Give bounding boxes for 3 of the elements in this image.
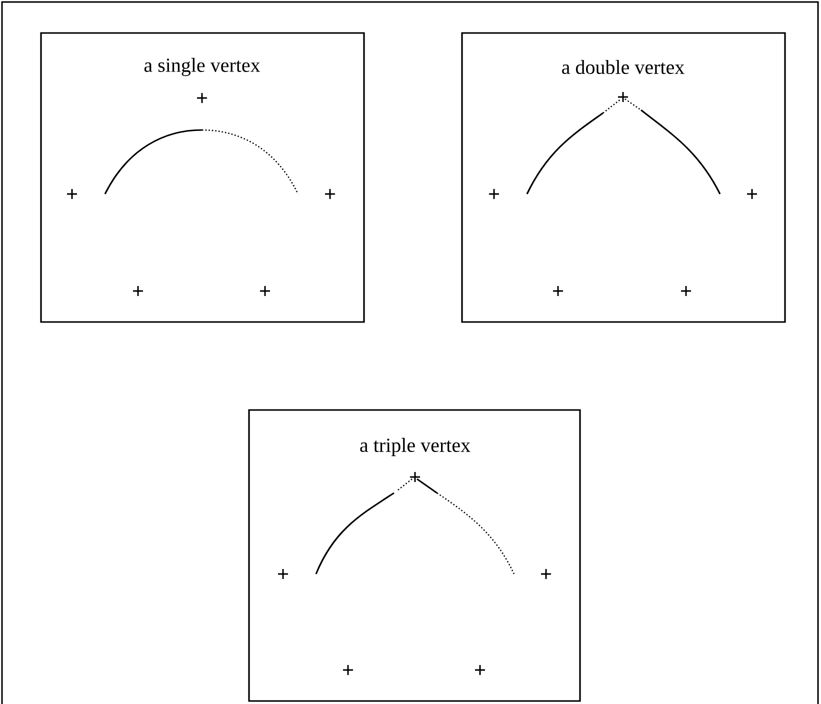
panel-box: a double vertex	[461, 32, 786, 323]
panel-box: a triple vertex	[248, 409, 581, 702]
panel-box: a single vertex	[40, 32, 365, 323]
